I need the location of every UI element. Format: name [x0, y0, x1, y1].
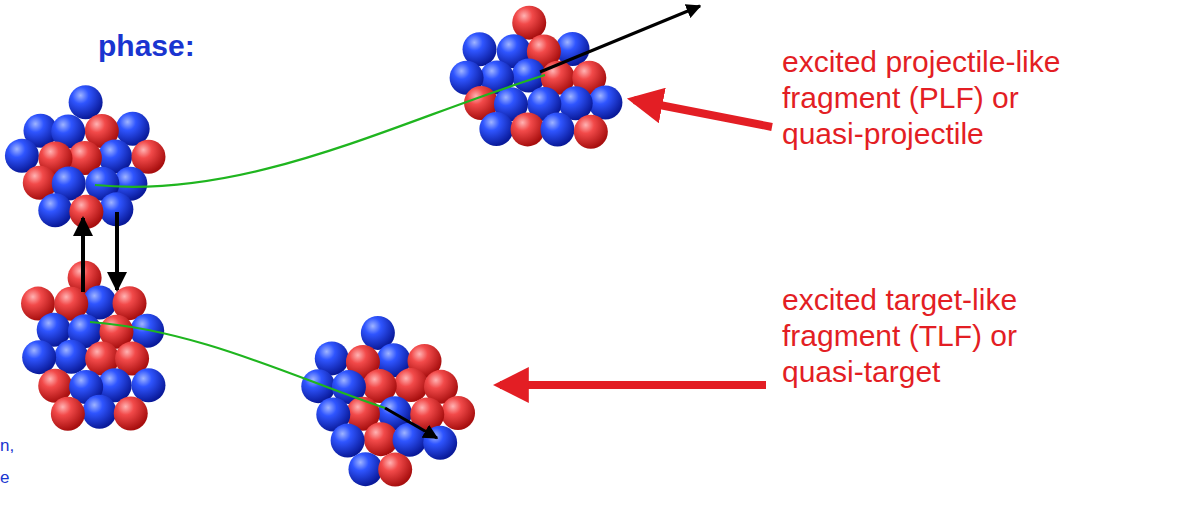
pointer-arrow — [500, 381, 766, 389]
neutron-sphere — [588, 86, 622, 120]
neutron-sphere — [348, 452, 382, 486]
proton-sphere — [51, 397, 85, 431]
trajectory-line — [95, 75, 545, 187]
nuclei — [5, 6, 622, 487]
transfer-arrow — [115, 212, 119, 290]
proton-sphere — [378, 453, 412, 487]
text-fragment: e — [0, 468, 30, 488]
fragment-label: excited projectile-like fragment (PLF) o… — [782, 44, 1082, 152]
proton-sphere — [441, 396, 475, 430]
proton-sphere — [574, 115, 608, 149]
proton-sphere — [114, 396, 148, 430]
neutron-sphere — [69, 85, 103, 119]
velocity-arrow — [540, 6, 700, 72]
proton-sphere — [511, 112, 545, 146]
transfer-arrow — [81, 218, 85, 292]
neutron-sphere — [82, 395, 116, 429]
pointer-arrow — [634, 100, 772, 127]
neutron-sphere — [54, 340, 88, 374]
heading-fragment: phase: — [98, 28, 218, 64]
neutron-sphere — [131, 368, 165, 402]
text-fragment: n, — [0, 436, 40, 456]
neutron-sphere — [22, 340, 56, 374]
neutron-sphere — [423, 426, 457, 460]
velocity-arrow — [385, 408, 437, 438]
fragment-label: excited target-like fragment (TLF) or qu… — [782, 282, 1074, 390]
neutron-sphere — [540, 112, 574, 146]
proton-sphere — [69, 195, 103, 229]
trajectory-line — [90, 322, 385, 408]
neutron-sphere — [38, 193, 72, 227]
neutron-sphere — [331, 424, 365, 458]
proton-sphere — [512, 6, 546, 40]
neutron-sphere — [479, 112, 513, 146]
